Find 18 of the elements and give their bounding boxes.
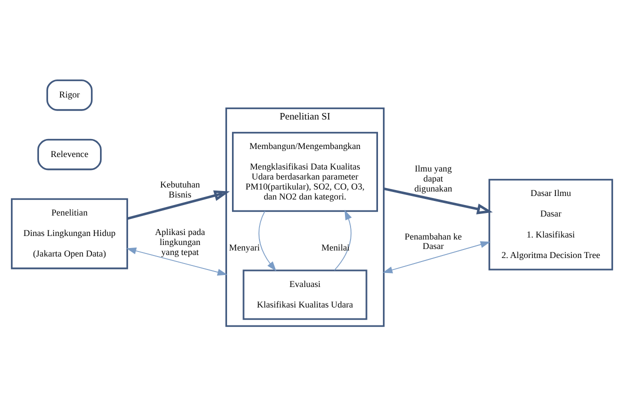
edge-label: Aplikasi pada lingkungan yang tepat bbox=[154, 227, 206, 257]
edge-label: Menyari bbox=[229, 242, 260, 252]
node-box: Evaluasi Klasifikasi Kualitas Udara bbox=[242, 270, 368, 320]
arrow bbox=[126, 247, 228, 276]
node-box: Penelitian Dinas Lingkungan Hidup (Jakarta Open Data) bbox=[10, 198, 128, 270]
edge-label: Penambahan ke Dasar bbox=[404, 231, 462, 252]
node-box: Membangun/Mengembangkan Mengklasifikasi Data Kualitas Udara berdasarkan parameter PM10(partikular), SO2, CO, O3, dan NO2 dan kategori. bbox=[232, 132, 378, 212]
arrow bbox=[384, 188, 493, 214]
node-box: Relevence bbox=[37, 138, 102, 170]
node-box: Rigor bbox=[46, 79, 93, 111]
edge-label: Kebutuhan Bisnis bbox=[160, 179, 200, 200]
edge-label: Menilai bbox=[321, 242, 350, 253]
arrow bbox=[127, 190, 230, 220]
arrow bbox=[334, 210, 352, 271]
node-box: Dasar Ilmu Dasar 1. Klasifikasi 2. Algoritma Decision Tree bbox=[488, 178, 614, 270]
arrow bbox=[382, 241, 490, 274]
arrow bbox=[258, 210, 276, 272]
edge-label: Ilmu yang dapat digunakan bbox=[414, 164, 452, 194]
